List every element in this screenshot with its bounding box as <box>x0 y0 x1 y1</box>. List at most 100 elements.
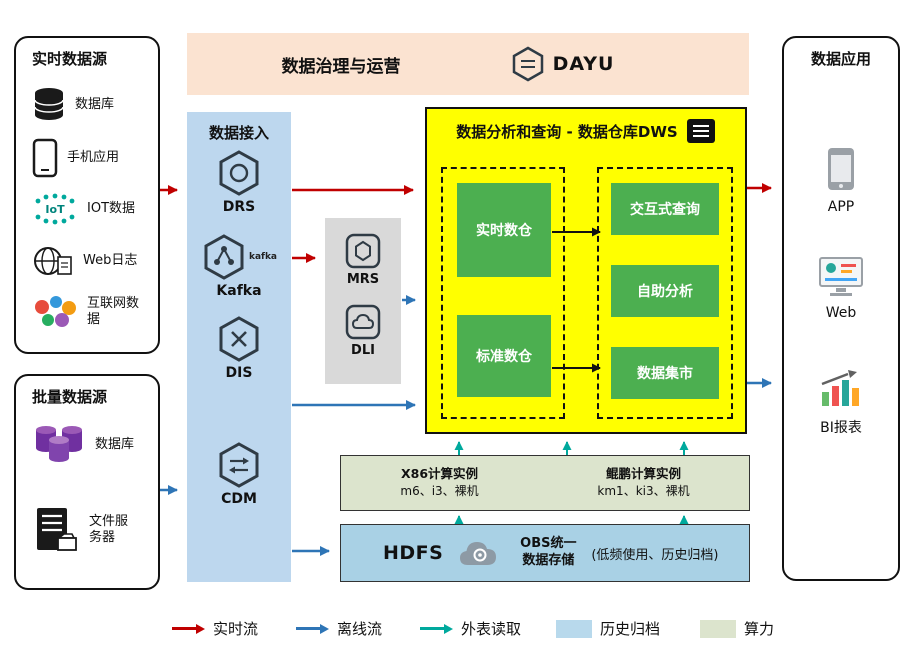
realtime-sources-title: 实时数据源 <box>32 50 108 68</box>
list-item: APP <box>784 146 898 215</box>
obs-note: (低频使用、历史归档) <box>591 547 719 563</box>
legend-label: 实时流 <box>213 620 259 638</box>
list-item: DRS <box>187 150 291 215</box>
bi-report-icon <box>821 370 859 406</box>
data-mart-box: 数据集市 <box>611 347 719 399</box>
warehouse-left-group: 实时数仓 标准数仓 <box>441 167 565 419</box>
realtime-sources-panel: 实时数据源 数据库 手机应用 <box>14 36 160 354</box>
kunpeng-compute-spec: km1、ki3、裸机 <box>597 484 690 499</box>
dayu-logo: DAYU <box>511 46 615 82</box>
x86-compute-title: X86计算实例 <box>401 466 479 482</box>
obs-cloud-icon <box>460 542 497 565</box>
external-read-arrow-icon <box>420 623 453 634</box>
processing-label: DLI <box>351 343 375 358</box>
app-phone-icon <box>828 148 854 190</box>
self-service-analysis-box: 自助分析 <box>611 265 719 317</box>
processing-box: MRS DLI <box>325 218 401 384</box>
compute-instances-box: X86计算实例 m6、i3、裸机 鲲鹏计算实例 km1、ki3、裸机 <box>340 455 750 511</box>
legend-label: 离线流 <box>337 620 383 638</box>
governance-banner: 数据治理与运营 DAYU <box>187 33 749 95</box>
compute-swatch <box>700 619 736 638</box>
dis-icon <box>219 316 259 362</box>
ingestion-label: DIS <box>225 365 253 381</box>
list-item: 数据库 <box>32 422 134 468</box>
legend-label: 历史归档 <box>600 620 661 638</box>
drs-icon <box>219 150 259 196</box>
interactive-query-box: 交互式查询 <box>611 183 719 235</box>
iot-icon: IoT <box>35 193 75 225</box>
list-item: Web <box>784 256 898 321</box>
ingestion-label: DRS <box>222 199 256 215</box>
legend-external-read: 外表读取 <box>420 618 521 639</box>
list-item: CDM <box>187 442 291 507</box>
list-item: kafka Kafka <box>187 234 291 299</box>
file-server-icon <box>37 508 77 551</box>
offline-arrow-icon <box>296 623 329 634</box>
ingestion-panel: 数据接入 DRS kafka Kafka <box>187 112 291 582</box>
list-item: BI报表 <box>784 368 898 437</box>
realtime-warehouse-box: 实时数仓 <box>457 183 551 277</box>
list-item: IoT IOT数据 <box>32 193 135 225</box>
legend-label: 外表读取 <box>461 620 522 638</box>
processing-label: MRS <box>346 272 380 287</box>
x86-compute-block: X86计算实例 m6、i3、裸机 <box>400 465 478 501</box>
source-label: 文件服务器 <box>89 513 129 545</box>
list-item: DIS <box>187 316 291 381</box>
ingestion-label: Kafka <box>216 283 262 299</box>
cdm-icon <box>219 442 259 488</box>
batch-sources-title: 批量数据源 <box>32 388 108 406</box>
ingestion-title: 数据接入 <box>208 124 269 142</box>
mrs-icon <box>345 233 381 269</box>
kafka-icon <box>204 234 244 280</box>
kunpeng-compute-title: 鲲鹏计算实例 <box>606 466 682 482</box>
applications-title: 数据应用 <box>810 50 871 68</box>
governance-title: 数据治理与运营 <box>281 56 401 77</box>
document-icon <box>686 119 715 143</box>
legend-offline: 离线流 <box>296 618 382 639</box>
x86-compute-spec: m6、i3、裸机 <box>400 484 479 499</box>
dayu-icon <box>512 46 543 82</box>
web-monitor-icon <box>819 257 863 296</box>
source-label: 手机应用 <box>67 149 120 165</box>
dli-icon <box>345 304 381 340</box>
legend-label: 算力 <box>744 620 775 638</box>
kunpeng-compute-block: 鲲鹏计算实例 km1、ki3、裸机 <box>597 465 689 501</box>
application-label: BI报表 <box>820 420 862 436</box>
svg-text:IoT: IoT <box>45 203 65 216</box>
dayu-logo-text: DAYU <box>552 53 615 75</box>
kafka-logo-text: kafka <box>248 252 278 262</box>
application-label: Web <box>825 305 857 321</box>
legend-realtime: 实时流 <box>172 618 258 639</box>
source-label: IOT数据 <box>87 200 136 216</box>
source-label: 数据库 <box>75 96 115 112</box>
list-item: Web日志 <box>32 244 137 278</box>
warehouse-right-group: 交互式查询 自助分析 数据集市 <box>597 167 733 419</box>
archive-swatch <box>556 619 592 638</box>
warehouse-panel: 数据分析和查询 - 数据仓库DWS 实时数仓 标准数仓 交互式查询 自助分析 数… <box>425 107 747 434</box>
application-label: APP <box>827 199 855 215</box>
kafka-icon-row: kafka <box>201 234 277 280</box>
realtime-arrow-icon <box>172 623 205 634</box>
batch-database-icon <box>36 426 82 462</box>
obs-title: OBS统一数据存储 <box>520 536 577 568</box>
source-label: Web日志 <box>83 252 138 268</box>
applications-panel: 数据应用 APP Web <box>782 36 900 581</box>
list-item: 文件服务器 <box>32 506 131 554</box>
legend-archive: 历史归档 <box>556 618 660 639</box>
database-icon <box>34 88 64 120</box>
hdfs-label: HDFS <box>383 542 444 564</box>
standard-warehouse-box: 标准数仓 <box>457 315 551 397</box>
legend-compute: 算力 <box>700 618 774 639</box>
list-item: 数据库 <box>32 86 114 124</box>
batch-sources-panel: 批量数据源 数据库 文件服务器 <box>14 374 160 590</box>
source-label: 数据库 <box>95 436 135 452</box>
phone-icon <box>32 138 58 178</box>
internet-data-icon <box>35 296 76 327</box>
list-item: 互联网数据 <box>32 294 139 330</box>
ingestion-label: CDM <box>221 491 257 507</box>
warehouse-title-row: 数据分析和查询 - 数据仓库DWS <box>427 118 745 144</box>
list-item: 手机应用 <box>32 138 119 178</box>
source-label: 互联网数据 <box>87 295 140 327</box>
web-log-icon <box>34 247 72 275</box>
